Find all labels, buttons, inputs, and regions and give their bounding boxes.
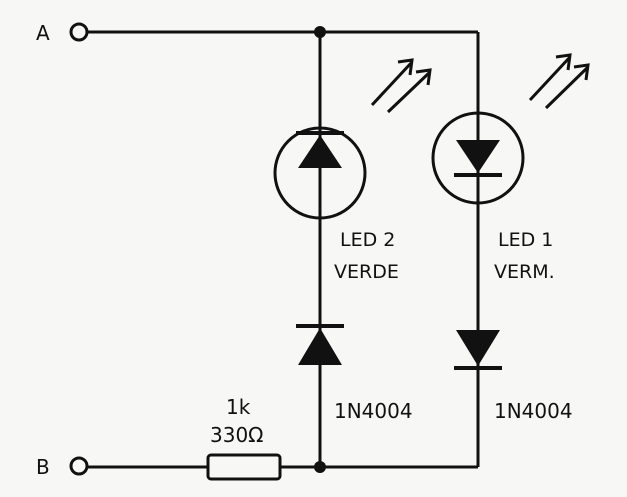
led2-color-label: VERDE bbox=[334, 261, 399, 283]
resistor-symbol bbox=[206, 453, 282, 481]
terminal-a-label: A bbox=[36, 21, 50, 45]
led2-light-arrows-icon bbox=[370, 58, 432, 114]
diode-left-part-label: 1N4004 bbox=[334, 399, 413, 423]
led2-name-label: LED 2 bbox=[340, 229, 395, 251]
junction-top bbox=[314, 26, 326, 38]
led2-symbol bbox=[273, 126, 367, 220]
diode-right-part-label: 1N4004 bbox=[494, 399, 573, 423]
led1-light-arrows-icon bbox=[528, 53, 590, 110]
terminal-a bbox=[69, 22, 89, 42]
resistor-value1-label: 1k bbox=[226, 395, 251, 419]
diode-right-symbol bbox=[454, 330, 502, 370]
terminal-b-label: B bbox=[36, 455, 50, 479]
led1-symbol bbox=[431, 111, 525, 205]
terminal-b bbox=[69, 456, 89, 476]
diode-left-symbol bbox=[296, 324, 344, 365]
resistor-value2-label: 330Ω bbox=[210, 423, 263, 447]
junction-bottom bbox=[314, 461, 326, 473]
led1-name-label: LED 1 bbox=[498, 229, 553, 251]
led1-color-label: VERM. bbox=[494, 261, 555, 283]
